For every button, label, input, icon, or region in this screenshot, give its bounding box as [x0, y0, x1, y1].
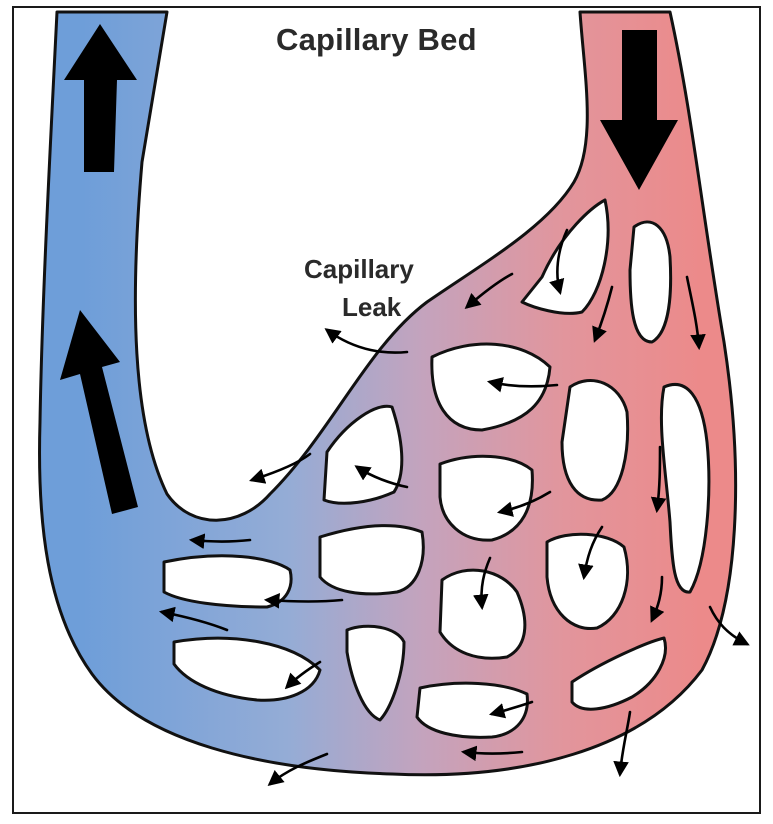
capillary-bed-illustration: [14, 8, 761, 814]
tissue-space: [320, 526, 423, 594]
tissue-space: [417, 683, 527, 737]
capillary-leak-label-line2: Leak: [342, 292, 401, 323]
tissue-space: [562, 380, 628, 500]
leak-arrow-icon: [267, 600, 342, 602]
capillary-leak-label: Capillary: [304, 254, 414, 285]
diagram-frame: Capillary Bed Capillary Leak: [12, 6, 761, 814]
tissue-space: [630, 222, 671, 342]
diagram-title: Capillary Bed: [276, 22, 477, 58]
